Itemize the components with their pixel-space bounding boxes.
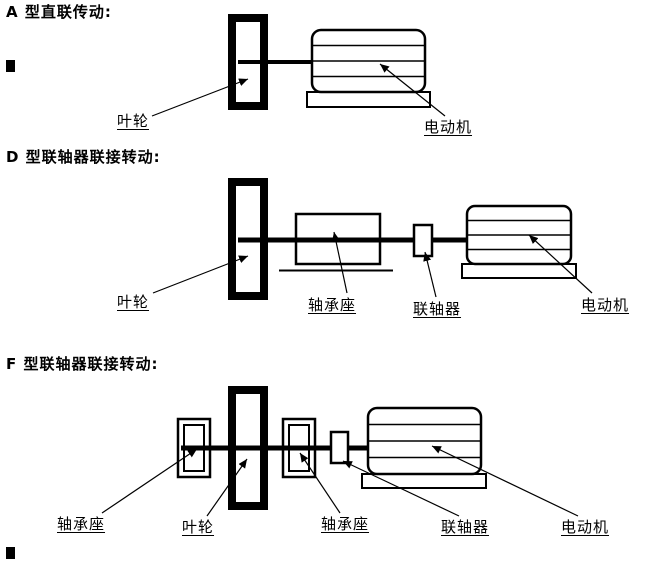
impeller-a [228,14,268,110]
impeller-d [228,178,268,300]
label-impeller-f: 叶轮 [182,518,215,536]
coupling-f [329,430,350,465]
bearing-block-d [294,212,382,266]
impeller-f [228,386,268,510]
label-bearing-d: 轴承座 [308,296,357,314]
section-f-title: F 型联轴器联接转动: [6,355,159,373]
motor-a-base [306,91,431,108]
leader-impeller-f [206,458,248,517]
section-d-title: D 型联轴器联接转动: [6,148,161,166]
label-impeller-a: 叶轮 [117,112,150,130]
label-motor-f: 电动机 [561,518,610,536]
motor-d-base [461,263,577,279]
section-a-title: A 型直联传动: [6,3,112,21]
label-bearing-right-f: 轴承座 [321,515,370,533]
leader-bearing-d [331,231,348,294]
leader-motor-d [528,234,593,294]
leader-motor-f [431,445,579,517]
bearing-block-f-left-outer [176,417,212,479]
bearing-block-f-right-inner [288,424,310,472]
leader-bearing-left-f [101,448,198,514]
bearing-block-f-left-inner [183,424,205,472]
leader-impeller-a [151,78,249,117]
label-bearing-left-f: 轴承座 [57,515,106,533]
label-coupling-f: 联轴器 [441,518,490,536]
bearing-block-f-right-outer [281,417,317,479]
leader-motor-a [379,63,446,117]
page-artifact-top [6,60,15,72]
leader-bearing-right-f [299,452,341,514]
label-impeller-d: 叶轮 [117,293,150,311]
motor-f-base [361,473,487,489]
leader-impeller-d [152,255,249,294]
label-motor-d: 电动机 [581,296,630,314]
section-f-drawing [101,386,579,517]
leader-coupling-d [423,251,437,298]
section-d-drawing [152,178,593,300]
label-motor-a: 电动机 [424,118,473,136]
coupling-d [412,223,434,258]
page-artifact-bottom [6,547,15,559]
label-coupling-d: 联轴器 [413,300,462,318]
leader-coupling-f [342,460,460,517]
section-a-drawing [151,14,446,117]
